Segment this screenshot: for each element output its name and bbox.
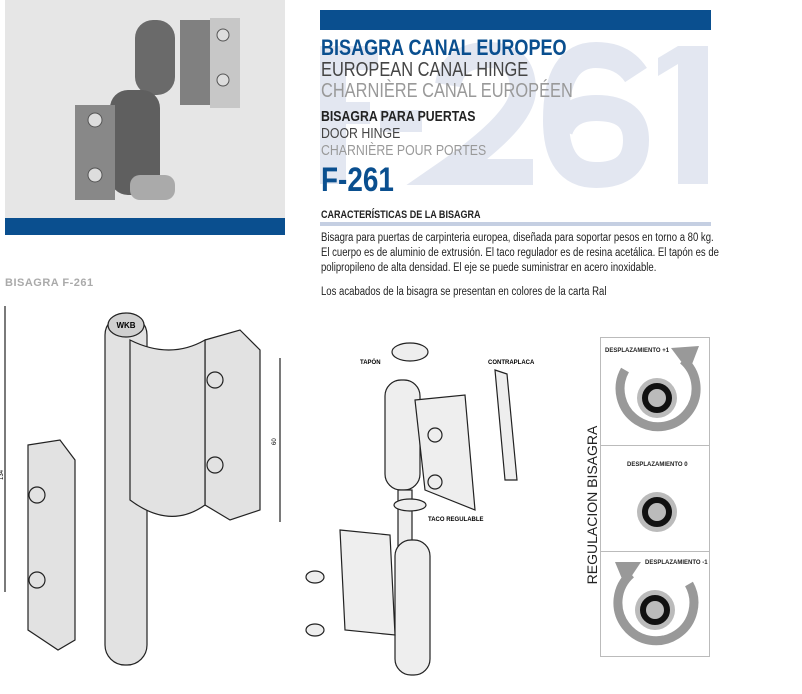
- photo-accent-bar: [5, 218, 285, 235]
- subtitle-french: CHARNIÈRE POUR PORTES: [321, 142, 487, 159]
- hinge-photo-illustration: [75, 18, 240, 200]
- label-tapon: TAPÓN: [360, 358, 381, 366]
- logo-text: WKB: [116, 321, 135, 330]
- exploded-view-drawing: TAPÓN CONTRAPLACA TACO REGULABLE: [305, 342, 535, 676]
- drawing-label: BISAGRA F-261: [5, 277, 94, 289]
- counterclockwise-arrow-icon: [613, 562, 699, 646]
- dimension-leaf: 60: [272, 438, 278, 445]
- product-code: F-261: [321, 161, 394, 199]
- regulation-state-zero: DESPLAZAMIENTO 0: [601, 446, 709, 552]
- finish-note: Los acabados de la bisagra se presentan …: [321, 286, 607, 298]
- description-line: El cuerpo es de aluminio de extrusión. E…: [321, 247, 719, 259]
- regulation-state-plus1: DESPLAZAMIENTO +1: [601, 338, 709, 446]
- product-photo: [5, 0, 285, 218]
- subtitle-spanish: BISAGRA PARA PUERTAS: [321, 108, 476, 125]
- regulation-title: REGULACION BISAGRA: [584, 425, 600, 585]
- state-label: DESPLAZAMIENTO -1: [645, 560, 708, 566]
- description-line: Bisagra para puertas de carpinteria euro…: [321, 232, 714, 244]
- dimension-total: 134: [0, 469, 5, 480]
- title-spanish: BISAGRA CANAL EUROPEO: [321, 35, 567, 60]
- clockwise-arrow-icon: [615, 346, 701, 432]
- label-contraplaca: CONTRAPLACA: [488, 360, 535, 366]
- regulation-panel: DESPLAZAMIENTO +1 DESPLAZAMIENTO 0 DESPL…: [600, 337, 710, 657]
- header-accent-bar: [320, 10, 711, 30]
- subtitle-english: DOOR HINGE: [321, 125, 401, 142]
- state-label: DESPLAZAMIENTO +1: [605, 348, 670, 354]
- hinge-section-icon: [637, 492, 677, 532]
- features-heading: CARACTERÍSTICAS DE LA BISAGRA: [321, 209, 481, 221]
- code-watermark: [320, 41, 708, 189]
- hinge-technical-drawing: WKB 134 60: [0, 306, 281, 666]
- label-taco-regulable: TACO REGULABLE: [428, 517, 484, 523]
- title-english: EUROPEAN CANAL HINGE: [321, 59, 529, 81]
- title-french: CHARNIÈRE CANAL EUROPÉEN: [321, 80, 573, 102]
- state-label: DESPLAZAMIENTO 0: [627, 462, 688, 468]
- description-line: polipropileno de alta densidad. El eje s…: [321, 262, 657, 274]
- regulation-state-minus1: DESPLAZAMIENTO -1: [601, 552, 709, 656]
- features-divider: [320, 222, 711, 226]
- features-description: Bisagra para puertas de carpinteria euro…: [321, 231, 719, 276]
